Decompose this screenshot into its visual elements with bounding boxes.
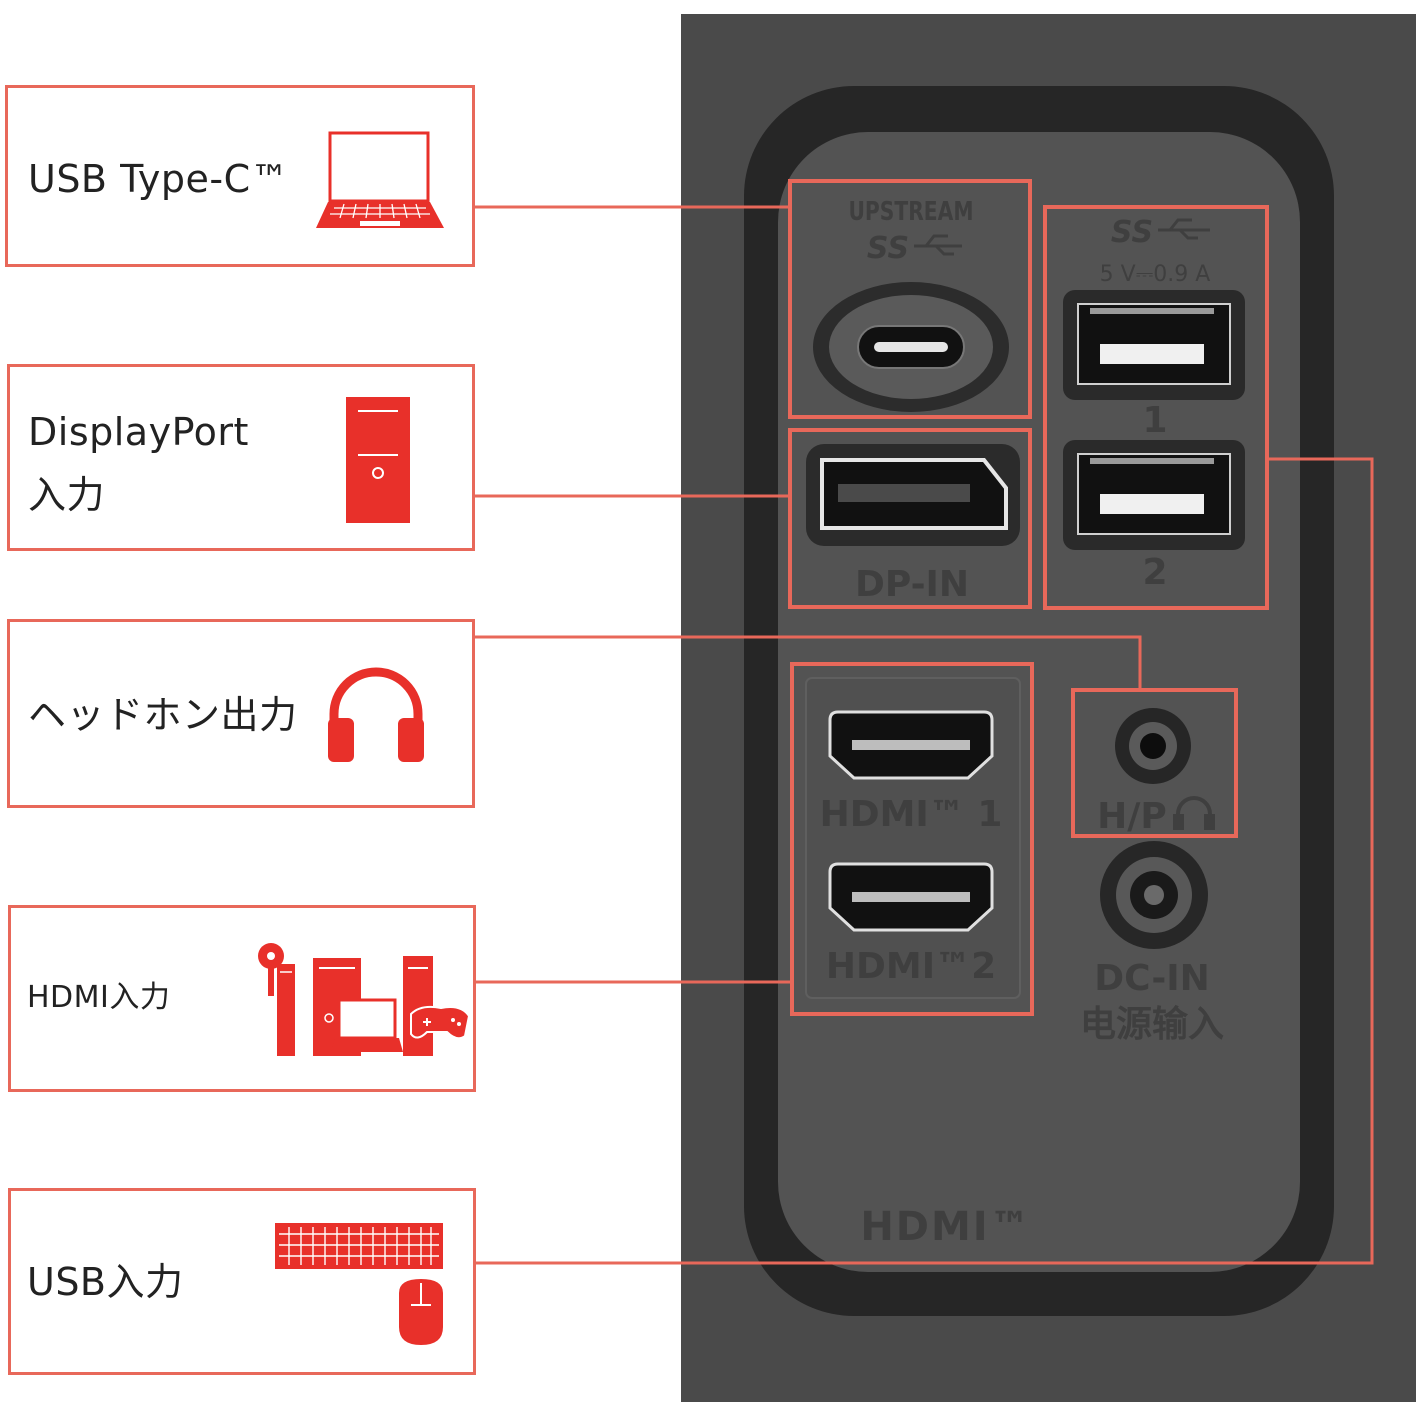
usb-power-label: 5 V⎓0.9 A — [1100, 262, 1211, 287]
callout-displayport-label-2: 入力 — [28, 473, 106, 517]
callout-headphone: ヘッドホン出力 — [7, 619, 475, 808]
usb-trident-icon-2 — [1158, 218, 1210, 240]
ss-logo-upstream: SS — [867, 231, 909, 266]
headphone-symbol-icon — [1173, 796, 1215, 830]
callout-usb-input-label: USB入力 — [27, 1260, 184, 1304]
highlight-displayport — [788, 428, 1032, 609]
devices-icon — [258, 943, 471, 1056]
dp-label: DP-IN — [855, 564, 969, 605]
highlight-usb-a — [1043, 205, 1269, 610]
keyboard-mouse-icon — [275, 1223, 443, 1345]
hdmi2-label: HDMI™2 — [826, 946, 996, 987]
highlight-headphone — [1071, 688, 1238, 838]
highlight-usb-c — [788, 179, 1032, 419]
hdmi-logo: HDMI™ — [860, 1204, 1031, 1250]
upstream-label: UPSTREAM — [848, 197, 973, 227]
callout-hdmi-label: HDMI入力 — [27, 980, 171, 1015]
usb-port-2-label: 2 — [1142, 552, 1167, 593]
callout-hdmi: HDMI入力 — [8, 905, 476, 1092]
connector-usb-input — [476, 457, 1374, 1265]
callout-usb-type-c-label: USB Type-C™ — [28, 157, 290, 201]
connector-headphone — [475, 635, 1142, 690]
usb-trident-icon — [914, 234, 962, 256]
desktop-tower-icon — [346, 397, 410, 523]
usb-port-1-label: 1 — [1142, 400, 1167, 441]
highlight-hdmi — [790, 662, 1034, 1016]
hp-label: H/P — [1097, 796, 1167, 837]
callout-displayport-label-1: DisplayPort — [28, 410, 249, 454]
hdmi1-label: HDMI™ 1 — [820, 794, 1003, 835]
callout-usb-input: USB入力 — [8, 1188, 476, 1375]
dc-in-label: DC-IN — [1094, 958, 1210, 999]
callout-displayport: DisplayPort 入力 — [7, 364, 475, 551]
ss-logo-usb: SS — [1111, 215, 1153, 250]
callout-usb-type-c: USB Type-C™ — [5, 85, 475, 267]
power-input-label: 电源输入 — [1080, 1004, 1224, 1045]
headphones-icon — [328, 667, 424, 762]
laptop-icon — [316, 131, 444, 228]
callout-headphone-label: ヘッドホン出力 — [28, 693, 298, 737]
